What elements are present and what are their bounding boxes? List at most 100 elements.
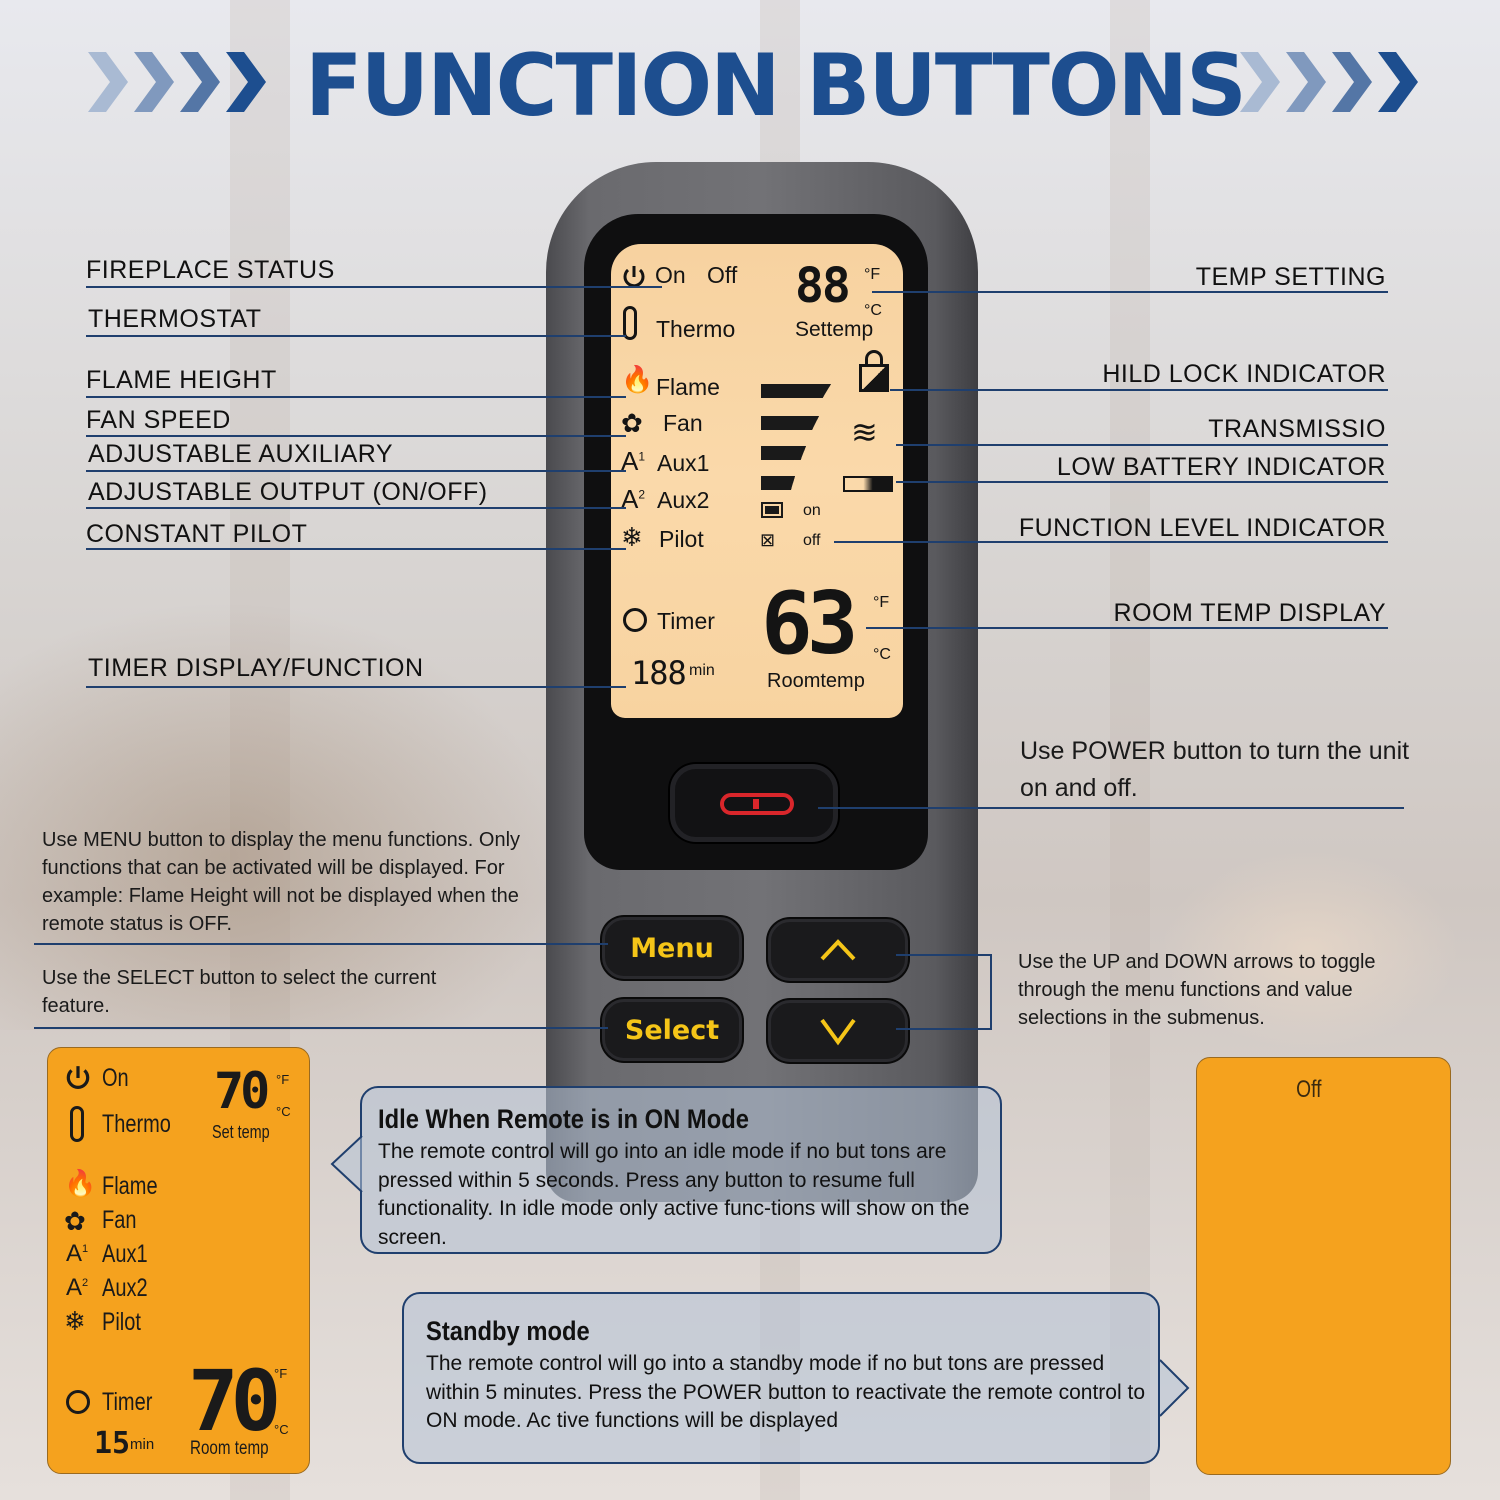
- mini-row-aux1: Aux1: [102, 1240, 148, 1268]
- label-fireplace-status: FIREPLACE STATUS: [86, 256, 335, 284]
- lock-icon: [859, 364, 889, 392]
- leader-line: [896, 954, 992, 956]
- level-bar-1: [761, 384, 831, 398]
- select-description: Use the SELECT button to select the curr…: [42, 967, 437, 1017]
- select-button[interactable]: Select: [602, 999, 742, 1061]
- on-box-icon: [761, 502, 783, 518]
- label-low-battery-indicator: LOW BATTERY INDICATOR: [1056, 453, 1386, 481]
- chevron-icon: [1378, 52, 1418, 112]
- unit-c: °C: [864, 302, 882, 319]
- label-flame-height: FLAME HEIGHT: [86, 366, 277, 394]
- leader-line: [896, 1028, 992, 1030]
- lcd-display: On Off 88 °F °C Settemp Thermo 🔥 Flame ✿…: [611, 244, 903, 718]
- aux2-icon: A2: [621, 484, 646, 514]
- mini-off-label: Off: [1296, 1076, 1322, 1103]
- flame-icon: 🔥: [64, 1168, 97, 1198]
- background-window-frame: [1110, 0, 1150, 1500]
- lcd-row-thermo: Thermo: [656, 316, 736, 342]
- power-icon: [720, 793, 794, 815]
- idle-mode-title: Idle When Remote is in ON Mode: [378, 1104, 749, 1134]
- room-temp-label: Roomtemp: [767, 670, 865, 692]
- leader-line: [872, 291, 1388, 293]
- leader-line: [34, 943, 608, 945]
- set-temp-label: Settemp: [795, 318, 874, 341]
- label-adjustable-auxiliary: ADJUSTABLE AUXILIARY: [88, 440, 394, 468]
- label-thermostat: THERMOSTAT: [88, 305, 262, 333]
- mini-on-label: On: [102, 1064, 129, 1092]
- mini-thermo-label: Thermo: [102, 1110, 171, 1138]
- lock-shackle-icon: [865, 350, 883, 366]
- chevron-icon: [180, 52, 220, 112]
- lcd-row-fan: Fan: [663, 410, 703, 436]
- mini-unit-c: °C: [276, 1104, 291, 1119]
- flame-icon: 🔥: [621, 364, 654, 394]
- lcd-row-aux2: Aux2: [657, 487, 710, 513]
- mini-room-unit-f: °F: [274, 1366, 288, 1381]
- room-temp-value: 63: [761, 574, 859, 674]
- unit-f: °F: [864, 266, 881, 283]
- mini-unit-f: °F: [276, 1072, 290, 1087]
- mini-room-temp-label: Room temp: [190, 1438, 269, 1459]
- lcd-standby-off-example: Off: [1196, 1057, 1451, 1475]
- clock-icon: [623, 608, 647, 632]
- leader-line: [818, 807, 1404, 809]
- fan-icon: ✿: [64, 1206, 86, 1236]
- callout-pointer-right: [1159, 1359, 1190, 1417]
- snowflake-icon: ❄: [621, 522, 643, 552]
- timer-value: 188: [631, 654, 687, 692]
- mini-set-temp-label: Set temp: [212, 1122, 270, 1142]
- label-constant-pilot: CONSTANT PILOT: [86, 520, 308, 548]
- lcd-on-state: on: [803, 502, 821, 519]
- leader-bracket: [990, 954, 992, 1030]
- chevron-icon: [134, 52, 174, 112]
- label-timer-display: TIMER DISPLAY/FUNCTION: [88, 654, 424, 682]
- mini-timer-unit: min: [130, 1436, 155, 1453]
- thermometer-icon: [623, 306, 637, 340]
- room-unit-f: °F: [873, 594, 890, 611]
- lcd-on-label: On: [655, 262, 686, 288]
- off-x-icon: ⊠: [760, 530, 776, 550]
- arrows-description: Use the UP and DOWN arrows to toggle thr…: [1018, 951, 1376, 1029]
- mini-timer-label: Timer: [102, 1388, 153, 1416]
- lcd-idle-on-example: On Thermo 70 °F °C Set temp 🔥 Flame ✿ Fa…: [47, 1047, 310, 1474]
- leader-line: [86, 686, 626, 688]
- leader-line: [896, 444, 1388, 446]
- mini-set-temp-value: 70: [214, 1062, 270, 1120]
- down-arrow-button[interactable]: [768, 1000, 908, 1062]
- idle-mode-callout: Idle When Remote is in ON Mode The remot…: [360, 1086, 1002, 1254]
- background-fireplace: [0, 600, 560, 1030]
- mini-room-unit-c: °C: [274, 1422, 289, 1437]
- mini-row-pilot: Pilot: [102, 1308, 141, 1336]
- page-title: FUNCTION BUTTONS: [305, 36, 1247, 136]
- battery-icon: [843, 476, 893, 492]
- level-bar-4: [761, 476, 795, 490]
- mini-row-fan: Fan: [102, 1206, 137, 1234]
- lcd-row-aux1: Aux1: [657, 450, 710, 476]
- leader-line: [86, 396, 626, 398]
- leader-line: [866, 627, 1388, 629]
- leader-line: [890, 389, 1388, 391]
- aux2-icon: A2: [66, 1274, 89, 1301]
- leader-line: [86, 335, 626, 337]
- room-unit-c: °C: [873, 646, 891, 663]
- lcd-off-label: Off: [707, 262, 738, 288]
- leader-line: [86, 507, 626, 509]
- level-bar-3: [761, 446, 806, 460]
- leader-line: [34, 1027, 608, 1029]
- title-banner: FUNCTION BUTTONS: [0, 22, 1500, 136]
- mini-room-temp-value: 70: [188, 1352, 281, 1450]
- power-button[interactable]: [670, 764, 838, 842]
- power-description: Use POWER button to turn the unit on and…: [1020, 737, 1410, 802]
- fan-icon: ✿: [621, 408, 643, 438]
- standby-mode-callout: Standby mode The remote control will go …: [402, 1292, 1160, 1464]
- idle-mode-body: The remote control will go into an idle …: [378, 1140, 970, 1249]
- timer-label: Timer: [657, 608, 715, 634]
- label-transmission: TRANSMISSIO: [1208, 415, 1386, 443]
- menu-button[interactable]: Menu: [602, 917, 742, 979]
- snowflake-icon: ❄: [64, 1306, 86, 1336]
- chevron-icon: [88, 52, 128, 112]
- label-function-level-indicator: FUNCTION LEVEL INDICATOR: [1018, 514, 1386, 542]
- wifi-icon: ≋: [851, 414, 878, 450]
- up-arrow-button[interactable]: [768, 919, 908, 981]
- label-temp-setting: TEMP SETTING: [1195, 263, 1386, 291]
